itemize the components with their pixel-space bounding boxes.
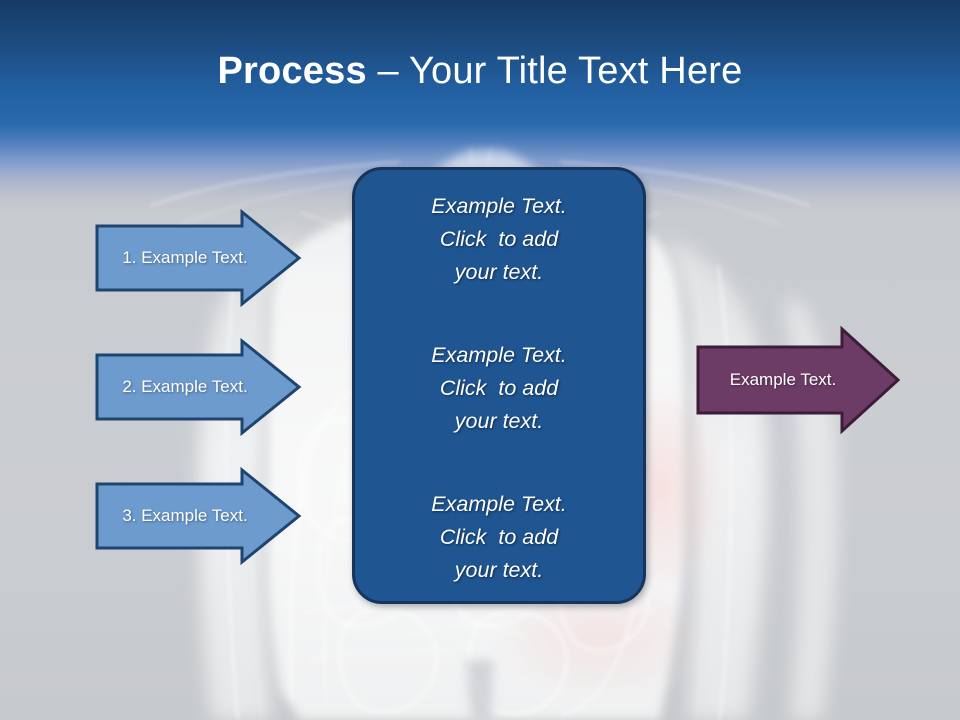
slide-title-rest: – Your Title Text Here <box>366 50 743 92</box>
center-panel-block-2-line-2: Click to add <box>439 376 559 400</box>
result-arrow[interactable]: Example Text. <box>696 325 901 435</box>
slide-title: Process – Your Title Text Here <box>0 48 960 94</box>
center-panel-block-3: Example Text. Click to add your text. <box>369 474 629 601</box>
center-panel-block-3-line-1: Example Text. <box>431 492 567 516</box>
center-panel-block-1-line-3: your text. <box>454 260 544 284</box>
center-panel-block-2-line-1: Example Text. <box>431 343 567 367</box>
step-arrow-1[interactable]: 1. Example Text. <box>95 208 302 308</box>
center-panel-block-2: Example Text. Click to add your text. <box>369 325 629 452</box>
center-panel-block-1: Example Text. Click to add your text. <box>369 176 629 303</box>
slide-title-strong: Process <box>217 50 367 92</box>
center-panel-block-1-line-1: Example Text. <box>431 194 567 218</box>
step-arrow-2[interactable]: 2. Example Text. <box>95 337 302 437</box>
center-content-panel[interactable]: Example Text. Click to add your text. Ex… <box>352 167 646 604</box>
center-panel-block-3-line-2: Click to add <box>439 525 559 549</box>
step-arrow-3[interactable]: 3. Example Text. <box>95 466 302 566</box>
center-panel-block-1-line-2: Click to add <box>439 227 559 251</box>
center-panel-block-3-line-3: your text. <box>454 558 544 582</box>
center-panel-block-2-line-3: your text. <box>454 409 544 433</box>
